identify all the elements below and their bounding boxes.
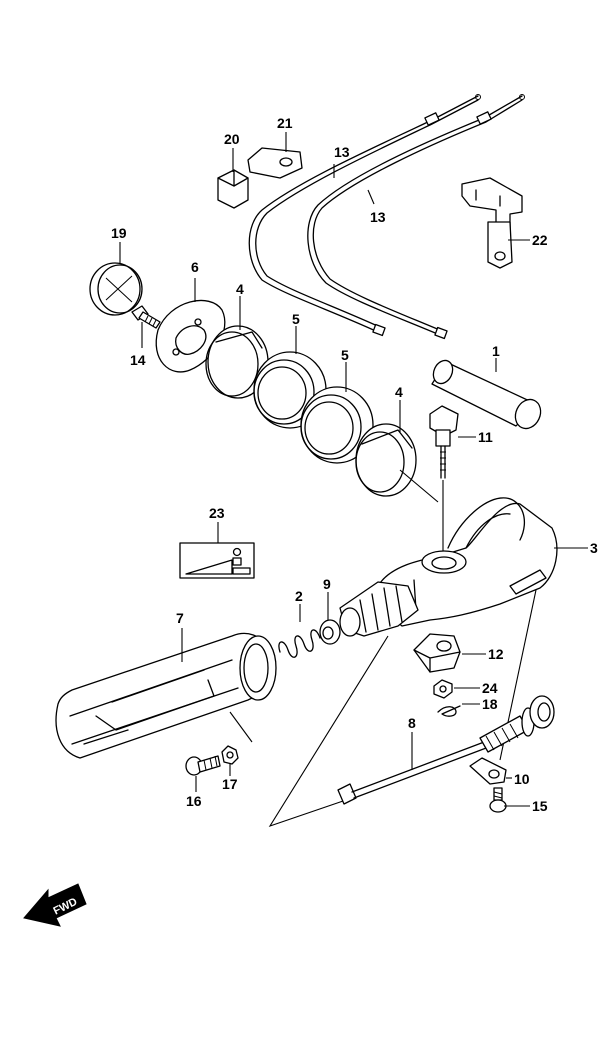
grip-screw	[185, 755, 221, 776]
callout-10: 10	[514, 771, 530, 787]
spring-clip	[437, 705, 461, 717]
throttle-stop-pin	[429, 405, 459, 479]
spring	[278, 629, 321, 658]
cable-clip	[217, 169, 249, 209]
callout-5-lower: 5	[341, 347, 349, 363]
callout-11: 11	[478, 429, 493, 445]
warning-label	[179, 542, 255, 579]
tube-1	[431, 359, 542, 430]
throttle-shaft-collar	[319, 581, 419, 645]
callout-21: 21	[277, 115, 293, 131]
callout-1: 1	[492, 343, 500, 359]
link-bracket	[413, 633, 461, 673]
cable-holder	[461, 177, 523, 269]
washer-5-lower	[300, 386, 374, 464]
callout-16: 16	[186, 793, 202, 809]
callout-18: 18	[482, 696, 498, 712]
throttle-shaft	[337, 695, 555, 805]
callout-4-lower: 4	[395, 384, 403, 400]
callout-14: 14	[130, 352, 146, 368]
cable-bracket	[247, 147, 303, 179]
fwd-direction-arrow: FWD	[23, 883, 87, 927]
callout-23: 23	[209, 505, 225, 521]
stop-plate	[469, 757, 507, 785]
callout-6: 6	[191, 259, 199, 275]
end-cap	[89, 262, 143, 316]
callout-13-lower: 13	[370, 209, 386, 225]
callout-22: 22	[532, 232, 548, 248]
callout-20: 20	[224, 131, 240, 147]
throttle-cables	[248, 94, 525, 340]
callout-4-upper: 4	[236, 281, 244, 297]
callout-3: 3	[590, 540, 598, 556]
plate-screw	[489, 787, 507, 813]
callout-labels: 1 2 3 4 4 5 5 6 7 8 9 10 11 12 13 13 14 …	[111, 115, 598, 814]
callout-13-upper: 13	[334, 144, 350, 160]
bushing-4-lower	[355, 423, 417, 497]
callout-15: 15	[532, 798, 548, 814]
callout-5-upper: 5	[292, 311, 300, 327]
tiller-grip	[55, 632, 277, 759]
callout-2: 2	[295, 588, 303, 604]
callout-8: 8	[408, 715, 416, 731]
bolt-14	[131, 305, 161, 329]
callout-12: 12	[488, 646, 504, 662]
lock-washer	[221, 745, 239, 765]
callout-19: 19	[111, 225, 127, 241]
callout-9: 9	[323, 576, 331, 592]
callout-7: 7	[176, 610, 184, 626]
callout-leaders	[119, 132, 588, 807]
callout-24: 24	[482, 680, 498, 696]
tiller-housing	[377, 497, 558, 627]
callout-17: 17	[222, 776, 238, 792]
nut	[433, 679, 453, 699]
